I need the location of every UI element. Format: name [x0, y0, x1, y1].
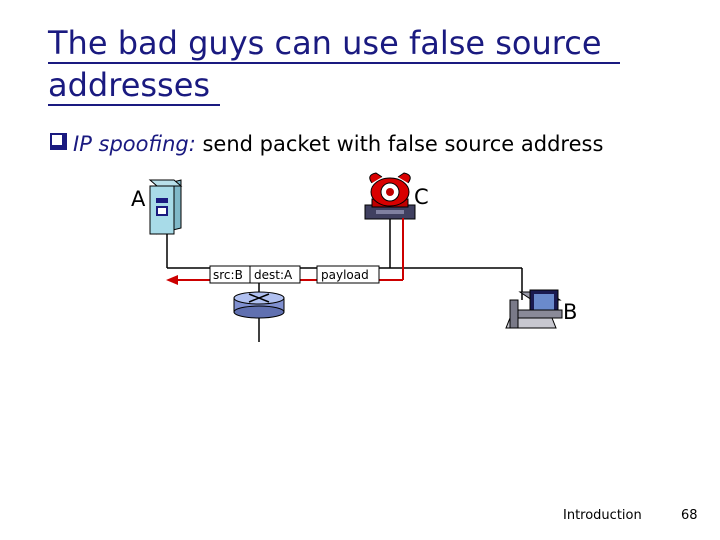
packet-payload-text: payload [321, 268, 369, 282]
server-icon [150, 180, 181, 234]
node-label-b: B [563, 300, 577, 324]
router-icon [234, 292, 284, 318]
packet-src-text: src:B [213, 268, 243, 282]
node-label-c: C [414, 185, 429, 209]
packet-dest-text: dest:A [254, 268, 293, 282]
workstation-icon [506, 290, 562, 328]
attacker-phone-icon [365, 173, 415, 219]
footer-page-number: 68 [681, 508, 698, 523]
packet: src:B dest:A payload [210, 266, 379, 283]
footer-section: Introduction [563, 508, 642, 523]
path-arrowhead [166, 275, 178, 285]
node-label-a: A [131, 187, 145, 211]
